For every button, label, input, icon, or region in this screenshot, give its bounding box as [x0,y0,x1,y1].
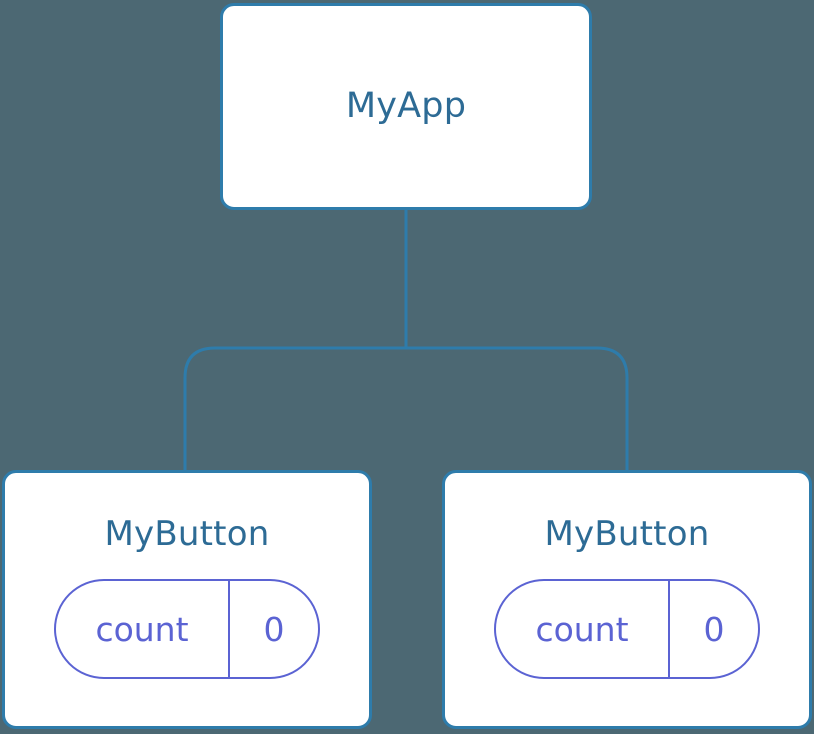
connector-bus-left [183,346,406,472]
node-mybutton-2[interactable]: MyButton count 0 [442,470,812,729]
node-mybutton-1[interactable]: MyButton count 0 [2,470,372,729]
node-title: MyButton [544,514,710,554]
node-title: MyApp [345,86,467,126]
state-pill[interactable]: count 0 [54,579,320,679]
state-pill[interactable]: count 0 [494,579,760,679]
connector-bus-right [406,346,629,472]
state-value: 0 [703,609,725,649]
state-key: count [56,581,230,677]
state-key: count [496,581,670,677]
node-title: MyButton [104,514,270,554]
state-value: 0 [263,609,285,649]
node-myapp[interactable]: MyApp [220,3,592,210]
